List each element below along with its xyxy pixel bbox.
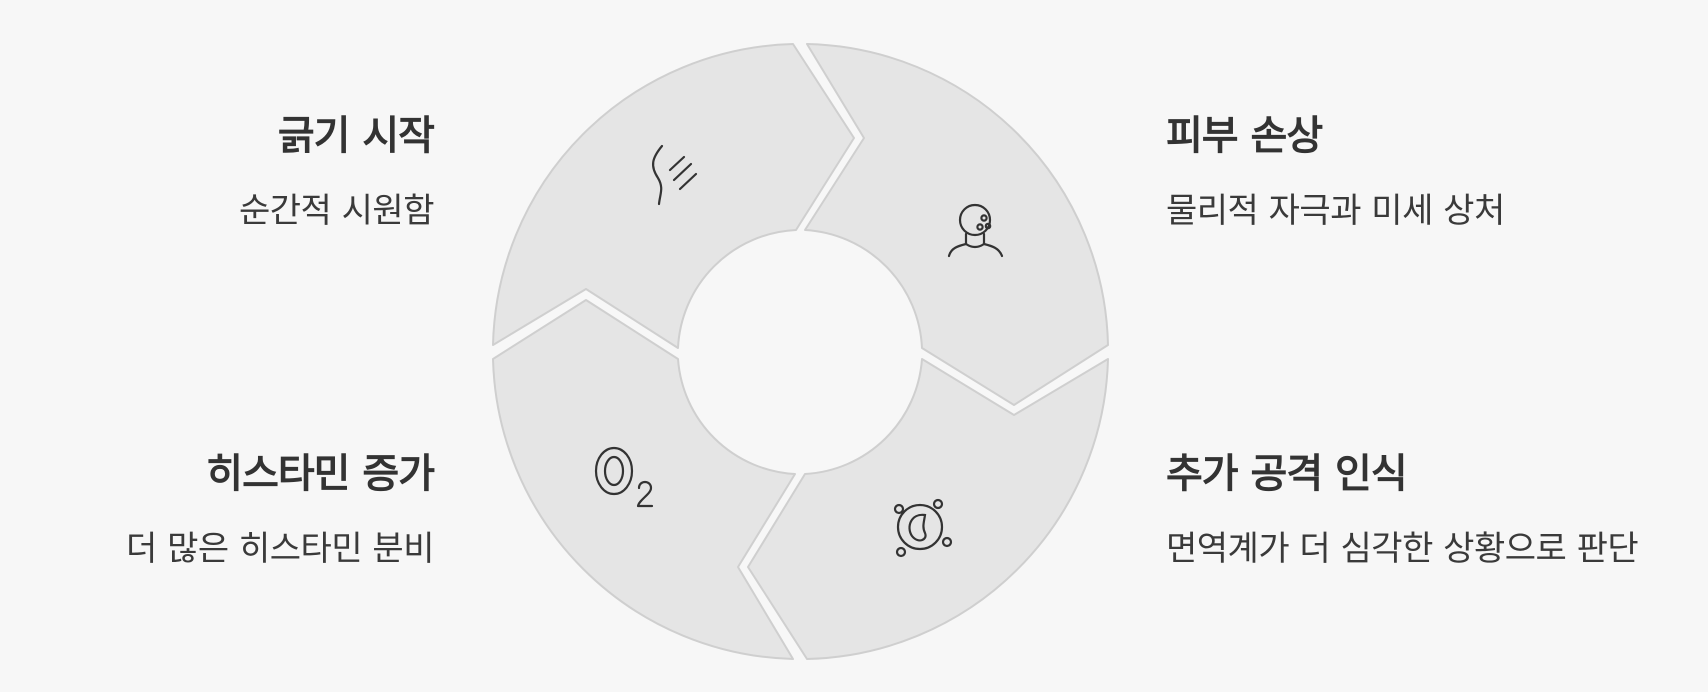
immune-cell-icon (893, 498, 953, 558)
step-description: 더 많은 히스타민 분비 (126, 529, 434, 569)
step-title: 추가 공격 인식 (1166, 451, 1408, 497)
step-label-histamine-increase: 히스타민 증가 더 많은 히스타민 분비 (126, 450, 435, 570)
scratch-marks-icon (652, 144, 698, 206)
step-title: 피부 손상 (1166, 113, 1323, 159)
step-title: 히스타민 증가 (206, 451, 435, 497)
segment-skin-damage (804, 43, 1109, 406)
segment-histamine-increase (492, 299, 796, 660)
step-description: 순간적 시원함 (239, 191, 435, 231)
step-description: 면역계가 더 심각한 상황으로 판단 (1166, 529, 1639, 569)
step-description: 물리적 자극과 미세 상처 (1166, 191, 1505, 231)
segment-attack-recognition (747, 358, 1109, 660)
step-title: 긁기 시작 (277, 113, 435, 159)
step-label-attack-recognition: 추가 공격 인식 면역계가 더 심각한 상황으로 판단 (1166, 450, 1639, 570)
o2-molecule-icon (594, 446, 654, 508)
step-label-scratch-start: 긁기 시작 순간적 시원함 (239, 112, 435, 232)
segment-scratch-start (492, 43, 855, 349)
step-label-skin-damage: 피부 손상 물리적 자극과 미세 상처 (1166, 112, 1505, 232)
irritated-face-icon (947, 203, 1004, 258)
